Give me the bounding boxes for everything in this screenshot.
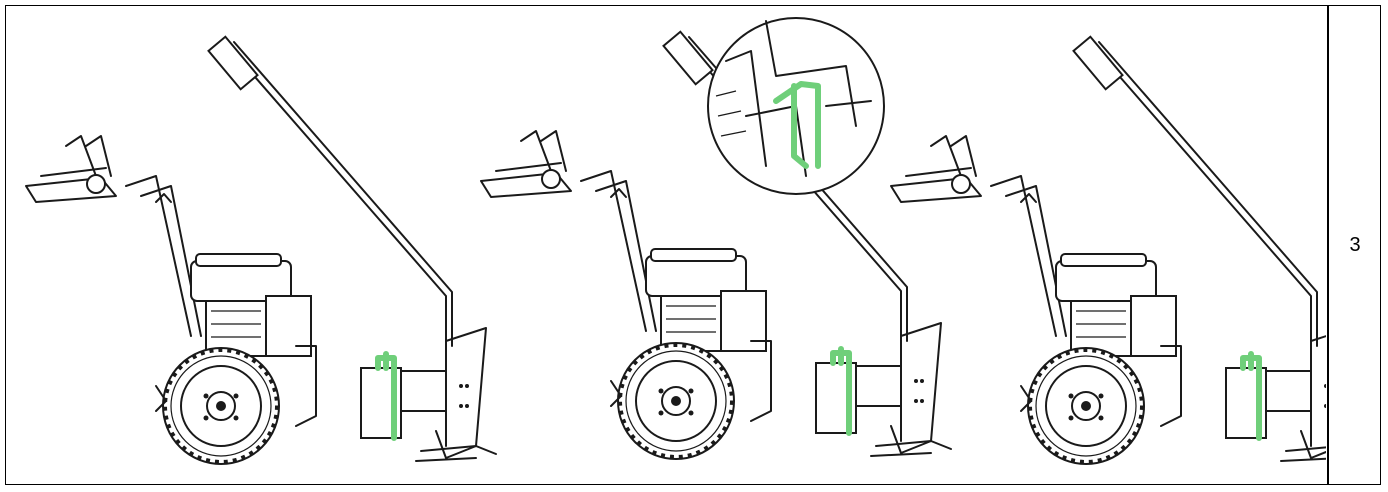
tiller-illustration-1 [26, 37, 496, 464]
step-number: 3 [1349, 233, 1361, 256]
step-cell: 3 [1329, 5, 1381, 485]
illustration-area [6, 6, 1326, 484]
magnified-hook-detail [707, 17, 885, 195]
column-divider [1327, 5, 1329, 485]
tiller-illustration-3 [891, 37, 1326, 464]
illustration-svg [6, 17, 1326, 484]
